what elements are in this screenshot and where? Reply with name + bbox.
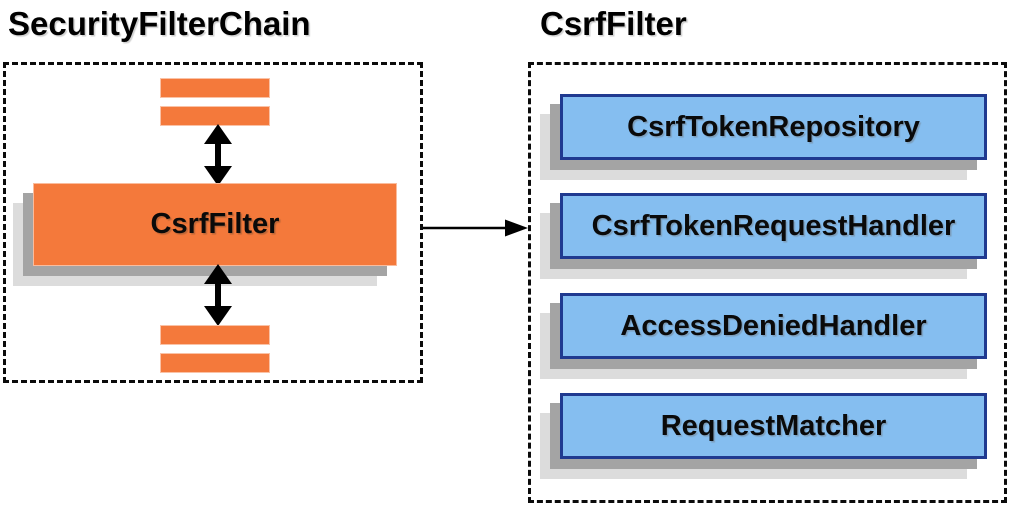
component-label: CsrfTokenRepository xyxy=(627,110,920,143)
component-box-access-denied-handler: AccessDeniedHandler xyxy=(560,293,987,359)
csrf-filter-panel xyxy=(528,62,1007,503)
csrf-filter-box: CsrfFilter xyxy=(33,183,397,266)
component-box-csrf-token-request-handler: CsrfTokenRequestHandler xyxy=(560,193,987,259)
filter-stack-bar-top-1 xyxy=(160,78,270,98)
component-label: RequestMatcher xyxy=(660,409,887,442)
component-box-request-matcher: RequestMatcher xyxy=(560,393,987,459)
double-arrow-icon xyxy=(201,124,235,186)
arrow-right-icon xyxy=(423,217,528,239)
filter-stack-bar-bottom-2 xyxy=(160,353,270,373)
component-label: AccessDeniedHandler xyxy=(620,309,927,342)
csrf-filter-title: CsrfFilter xyxy=(540,5,687,42)
component-label: CsrfTokenRequestHandler xyxy=(591,209,956,242)
security-filter-chain-title: SecurityFilterChain xyxy=(8,5,311,42)
csrf-filter-box-label: CsrfFilter xyxy=(150,208,280,240)
double-arrow-icon xyxy=(201,264,235,326)
filter-stack-bar-bottom-1 xyxy=(160,325,270,345)
filter-stack-bar-top-2 xyxy=(160,106,270,126)
security-filter-chain-panel xyxy=(3,62,423,383)
component-box-csrf-token-repository: CsrfTokenRepository xyxy=(560,94,987,160)
